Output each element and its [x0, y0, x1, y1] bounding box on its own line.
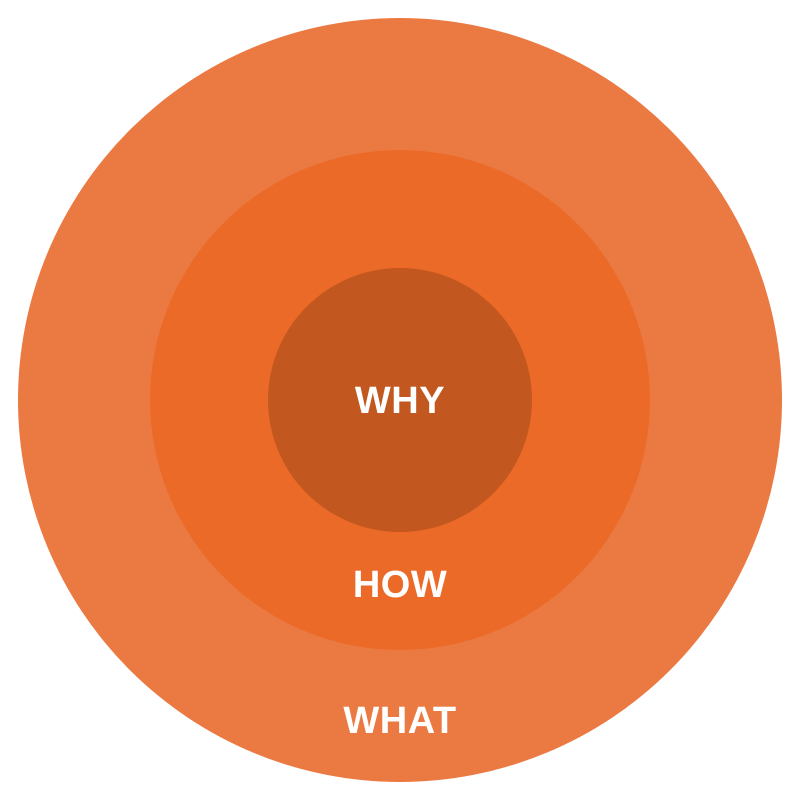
why-label: WHY — [354, 380, 446, 422]
how-label: HOW — [352, 564, 448, 606]
inner-circle-why — [268, 268, 532, 532]
what-label: WHAT — [343, 700, 457, 742]
